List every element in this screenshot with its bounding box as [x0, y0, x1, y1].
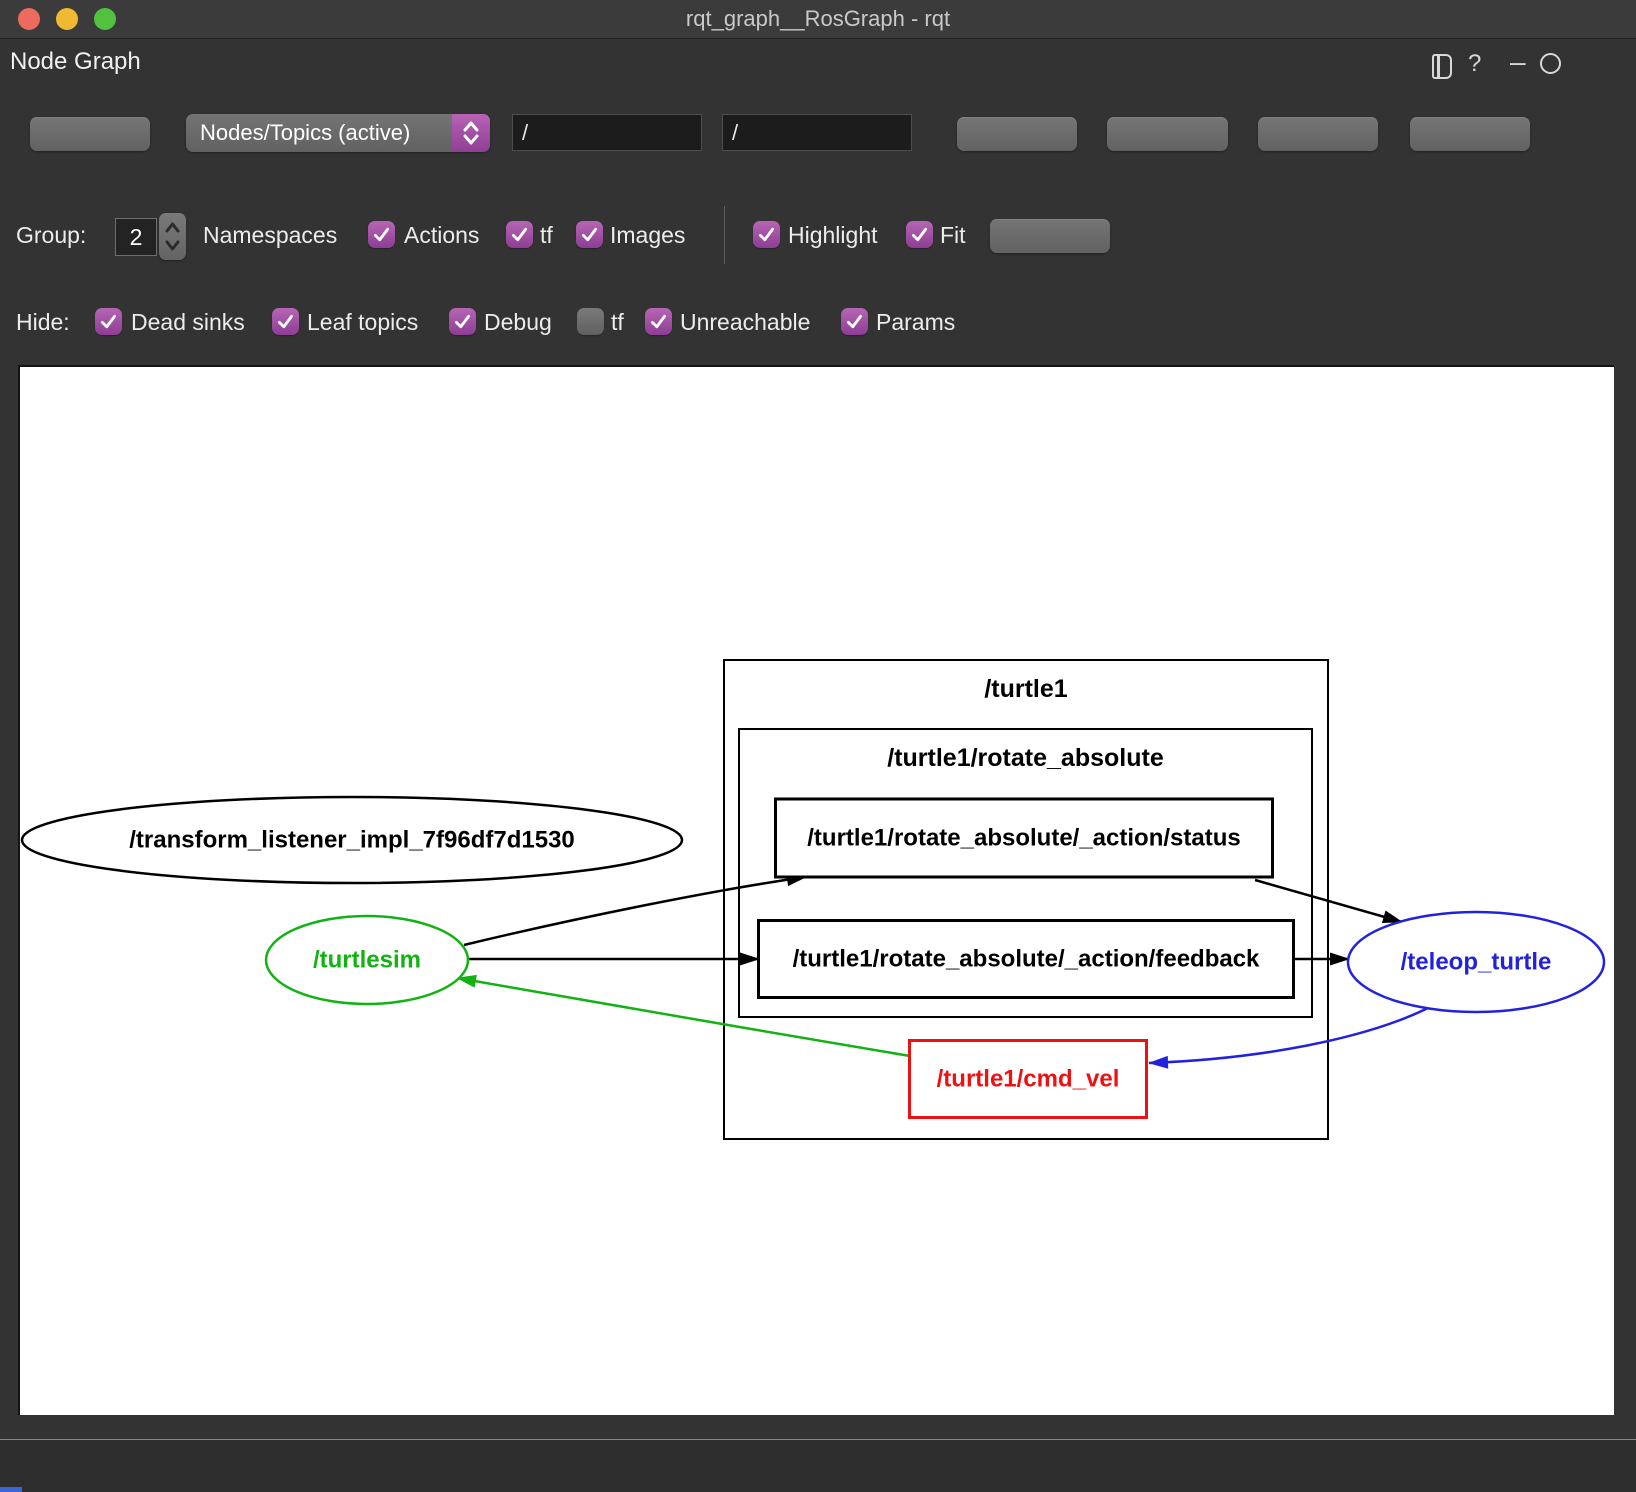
unreachable-checkbox[interactable] — [645, 308, 672, 335]
tf-label: tf — [540, 222, 553, 248]
corner-accent — [0, 1487, 22, 1492]
images-label: Images — [610, 222, 686, 248]
rotate-absolute-status-topic[interactable] — [774, 797, 1274, 879]
leaf-topics-label: Leaf topics — [307, 309, 419, 335]
unreachable-label: Unreachable — [680, 309, 811, 335]
graph-canvas[interactable]: /turtle1/turtle1/rotate_absolute/transfo… — [18, 365, 1614, 1415]
rotate-absolute-status-topic-label: /turtle1/rotate_absolute/_action/status — [807, 825, 1240, 852]
toolbar-button-2[interactable] — [1107, 117, 1228, 151]
window-title: rqt_graph__RosGraph - rqt — [685, 6, 951, 31]
rotate-absolute-cluster — [738, 728, 1313, 1018]
toolbar-button-4[interactable] — [1410, 117, 1530, 151]
graph-type-value: Nodes/Topics (active) — [200, 120, 411, 145]
edge-status-to-teleop — [1254, 878, 1403, 924]
turtle1-cluster — [723, 659, 1329, 1140]
fit-checkbox[interactable] — [906, 221, 933, 248]
hide-tf-label: tf — [611, 309, 624, 335]
transform-listener-node[interactable] — [20, 795, 684, 885]
dead-sinks-checkbox[interactable] — [95, 308, 122, 335]
actions-checkbox[interactable] — [368, 221, 395, 248]
toolbar-button-1[interactable] — [957, 117, 1077, 151]
params-checkbox[interactable] — [841, 308, 868, 335]
graph-type-select[interactable]: Nodes/Topics (active) — [186, 114, 490, 152]
graph-svg: /turtle1/turtle1/rotate_absolute/transfo… — [20, 659, 1606, 1140]
fit-label: Fit — [940, 222, 966, 248]
close-button[interactable] — [18, 8, 40, 30]
edge-cmdvel-to-turtlesim — [456, 974, 911, 1058]
cmd-vel-topic[interactable] — [908, 1039, 1148, 1119]
refresh-button[interactable] — [30, 117, 150, 151]
group-label: Group: — [16, 222, 87, 248]
minimize-button[interactable] — [56, 8, 78, 30]
highlight-checkbox[interactable] — [753, 221, 780, 248]
edge-turtlesim-to-status — [463, 873, 807, 947]
node-filter-input[interactable] — [512, 114, 702, 151]
namespaces-label: Namespaces — [203, 222, 338, 248]
group-stepper[interactable] — [159, 213, 186, 260]
turtlesim-node-label: /turtlesim — [313, 947, 421, 974]
leaf-topics-checkbox[interactable] — [272, 308, 299, 335]
rotate-absolute-feedback-topic[interactable] — [757, 919, 1295, 999]
toolbar-separator — [724, 206, 725, 264]
highlight-label: Highlight — [788, 222, 878, 248]
debug-label: Debug — [484, 309, 552, 335]
hide-tf-checkbox[interactable] — [577, 308, 604, 335]
statusbar — [0, 1440, 1636, 1492]
images-checkbox[interactable] — [576, 221, 603, 248]
debug-checkbox[interactable] — [449, 308, 476, 335]
statusbar-separator — [0, 1439, 1636, 1440]
teleop-turtle-node[interactable] — [1346, 910, 1606, 1014]
rotate-absolute-feedback-topic-label: /turtle1/rotate_absolute/_action/feedbac… — [793, 946, 1260, 973]
toolbar-button-3[interactable] — [1258, 117, 1378, 151]
params-label: Params — [876, 309, 956, 335]
tf-checkbox[interactable] — [506, 221, 533, 248]
fit-in-view-button[interactable] — [990, 219, 1110, 253]
teleop-turtle-node-label: /teleop_turtle — [1401, 949, 1552, 976]
edge-teleop-to-cmdvel — [1148, 1006, 1429, 1069]
turtle1-cluster-label: /turtle1 — [984, 675, 1067, 703]
zoom-button[interactable] — [94, 8, 116, 30]
rotate-absolute-cluster-label: /turtle1/rotate_absolute — [887, 744, 1164, 772]
turtlesim-node[interactable] — [264, 914, 470, 1006]
group-spinbox[interactable]: 2 — [115, 218, 157, 256]
window-titlebar: rqt_graph__RosGraph - rqt — [0, 0, 1636, 39]
collapse-icon[interactable]: – — [1510, 46, 1526, 77]
transform-listener-node-label: /transform_listener_impl_7f96df7d1530 — [129, 827, 575, 854]
actions-label: Actions — [404, 222, 480, 248]
topic-filter-input[interactable] — [722, 114, 912, 151]
dock-icon[interactable] — [1432, 54, 1452, 79]
float-icon[interactable] — [1540, 53, 1561, 74]
help-icon[interactable]: ? — [1468, 50, 1482, 77]
panel-title: Node Graph — [10, 48, 141, 75]
dead-sinks-label: Dead sinks — [131, 309, 245, 335]
cmd-vel-topic-label: /turtle1/cmd_vel — [937, 1066, 1120, 1093]
hide-label: Hide: — [16, 309, 70, 335]
select-arrows-icon — [452, 114, 490, 152]
